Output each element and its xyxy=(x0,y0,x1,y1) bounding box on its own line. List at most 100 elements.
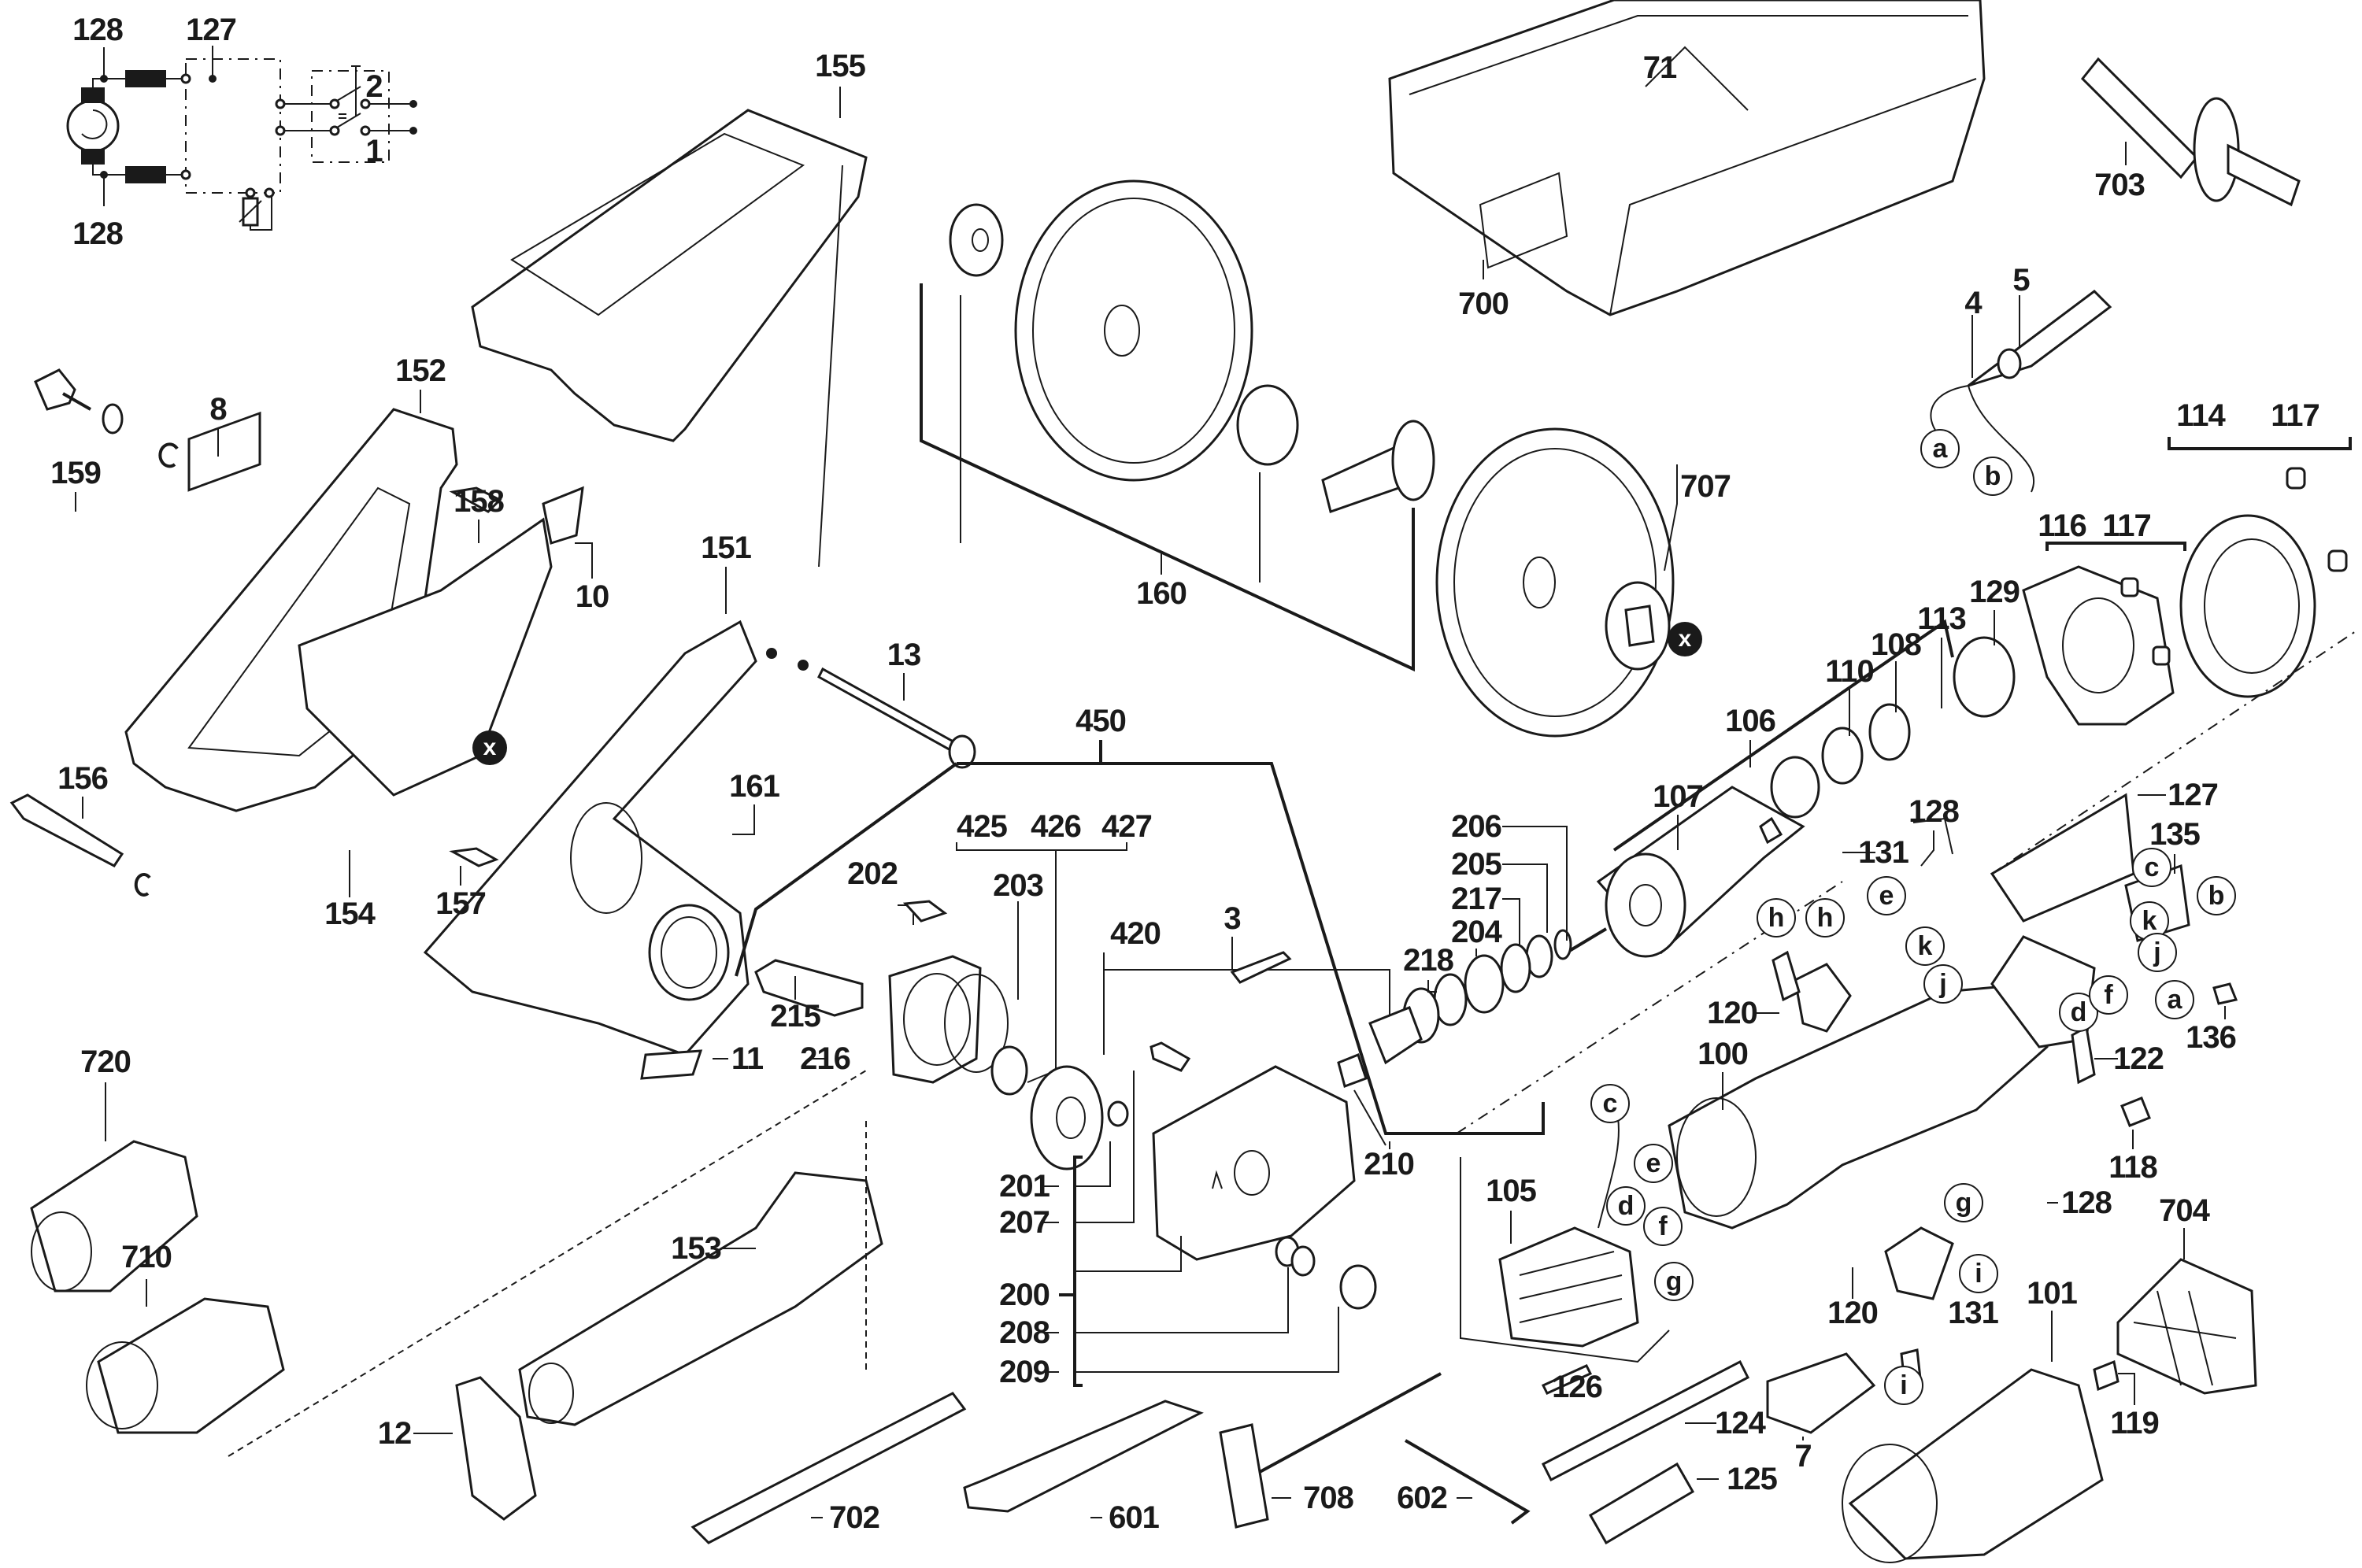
part-label[interactable]: 155 xyxy=(815,49,866,83)
part-label[interactable]: 200 xyxy=(999,1278,1050,1312)
part-label[interactable]: 157 xyxy=(435,886,487,921)
clip-122 xyxy=(2071,1025,2096,1085)
filter-704 xyxy=(2116,1258,2257,1395)
part-label[interactable]: 122 xyxy=(2113,1041,2164,1076)
part-label[interactable]: 131 xyxy=(1948,1296,1999,1330)
part-label[interactable]: 13 xyxy=(887,638,921,672)
part-label[interactable]: 126 xyxy=(1552,1370,1603,1404)
part-label[interactable]: 208 xyxy=(999,1315,1050,1350)
part-label[interactable]: 204 xyxy=(1451,915,1502,949)
part-label[interactable]: 100 xyxy=(1697,1037,1749,1071)
part-label[interactable]: 427 xyxy=(1101,809,1153,844)
part-label[interactable]: 118 xyxy=(2108,1150,2158,1185)
connector-callout: f xyxy=(2089,975,2128,1015)
part-label[interactable]: 210 xyxy=(1364,1147,1415,1182)
part-label[interactable]: 101 xyxy=(2027,1276,2078,1311)
part-label[interactable]: 106 xyxy=(1725,704,1776,738)
part-label[interactable]: 119 xyxy=(2110,1406,2160,1440)
part-label[interactable]: 206 xyxy=(1451,809,1502,844)
part-label[interactable]: 425 xyxy=(957,809,1008,844)
part-label[interactable]: 707 xyxy=(1680,469,1731,504)
part-label[interactable]: 124 xyxy=(1715,1406,1766,1440)
dust-hood-155 xyxy=(471,87,868,568)
part-label[interactable]: 703 xyxy=(2094,168,2145,202)
gear-housing-200 xyxy=(1152,1065,1356,1261)
hose-clamp-12 xyxy=(455,1376,537,1521)
part-label[interactable]: 216 xyxy=(800,1041,851,1076)
part-label[interactable]: 117 xyxy=(2102,508,2152,543)
adapter-710 xyxy=(97,1297,285,1434)
part-label[interactable]: 710 xyxy=(121,1240,172,1274)
part-label[interactable]: 71 xyxy=(1642,50,1677,85)
part-label[interactable]: 159 xyxy=(50,456,102,490)
part-label[interactable]: 153 xyxy=(671,1231,722,1266)
part-label[interactable]: 125 xyxy=(1727,1462,1778,1496)
part-label[interactable]: 702 xyxy=(829,1500,880,1535)
part-label[interactable]: 156 xyxy=(57,761,109,796)
dust-tube-153 xyxy=(518,1171,883,1426)
part-label[interactable]: 151 xyxy=(701,531,752,565)
part-label[interactable]: 215 xyxy=(770,999,821,1034)
part-label[interactable]: 135 xyxy=(2149,817,2201,852)
part-label[interactable]: 7 xyxy=(1794,1439,1812,1474)
part-label[interactable]: 161 xyxy=(729,769,780,804)
washer xyxy=(102,403,124,435)
button-209 xyxy=(1339,1264,1377,1310)
part-label[interactable]: 128 xyxy=(2061,1185,2112,1220)
part-label[interactable]: 202 xyxy=(847,856,898,891)
slider-124 xyxy=(1541,1359,1750,1482)
part-label[interactable]: 120 xyxy=(1827,1296,1879,1330)
part-label[interactable]: 5 xyxy=(2012,263,2030,298)
motor-housing-100 xyxy=(1668,982,2049,1230)
washer-425 xyxy=(990,1045,1028,1096)
part-label[interactable]: 3 xyxy=(1224,901,1241,936)
connector-callout: h xyxy=(1757,898,1796,937)
part-label[interactable]: 114 xyxy=(2176,398,2226,433)
part-label[interactable]: 127 xyxy=(2168,778,2219,812)
part-label[interactable]: 131 xyxy=(1858,835,1909,870)
part-label[interactable]: 110 xyxy=(1825,654,1875,689)
part-label[interactable]: 113 xyxy=(1917,601,1967,636)
part-label[interactable]: 218 xyxy=(1403,943,1454,978)
part-label[interactable]: 207 xyxy=(999,1205,1050,1240)
part-label[interactable]: 117 xyxy=(2271,398,2320,433)
part-label[interactable]: 426 xyxy=(1031,809,1082,844)
part-label[interactable]: 217 xyxy=(1451,882,1502,916)
part-label[interactable]: 700 xyxy=(1458,287,1509,321)
part-label[interactable]: 154 xyxy=(324,897,376,931)
part-label[interactable]: 704 xyxy=(2159,1193,2210,1228)
part-label[interactable]: 129 xyxy=(1969,575,2020,609)
bearing-113 xyxy=(1868,703,1911,761)
part-label[interactable]: 107 xyxy=(1653,779,1704,814)
part-label[interactable]: 720 xyxy=(80,1045,131,1079)
part-label[interactable]: 12 xyxy=(377,1416,412,1451)
part-label[interactable]: 128 xyxy=(1908,794,1960,829)
connector-callout: i xyxy=(1884,1366,1923,1405)
part-label[interactable]: 8 xyxy=(209,392,227,427)
part-label[interactable]: 203 xyxy=(993,868,1044,903)
part-label[interactable]: 120 xyxy=(1707,996,1758,1030)
part-label[interactable]: 105 xyxy=(1486,1174,1537,1208)
part-label[interactable]: 10 xyxy=(575,579,609,614)
part-label[interactable]: 152 xyxy=(395,353,446,388)
part-label[interactable]: 601 xyxy=(1109,1500,1160,1535)
part-label[interactable]: 205 xyxy=(1451,847,1502,882)
part-label[interactable]: 116 xyxy=(2038,508,2087,543)
part-label[interactable]: 136 xyxy=(2186,1020,2237,1055)
part-label[interactable]: 4 xyxy=(1964,286,1982,320)
part-label[interactable]: 108 xyxy=(1871,627,1922,662)
part-label[interactable]: 158 xyxy=(454,484,505,519)
part-label[interactable]: 708 xyxy=(1303,1481,1354,1515)
washer-110 xyxy=(1770,756,1820,819)
part-label[interactable]: 209 xyxy=(999,1355,1050,1389)
part-label[interactable]: 450 xyxy=(1075,704,1127,738)
connector-callout: e xyxy=(1867,876,1906,915)
motor-housing xyxy=(1456,793,2238,1363)
part-label[interactable]: 160 xyxy=(1136,576,1187,611)
part-label[interactable]: 11 xyxy=(731,1041,764,1076)
part-label[interactable]: 420 xyxy=(1110,916,1161,951)
connector-callout: d xyxy=(1606,1186,1646,1226)
part-label[interactable]: 602 xyxy=(1397,1481,1448,1515)
part-label[interactable]: 201 xyxy=(999,1169,1050,1204)
connector-callout: a xyxy=(1920,429,1960,468)
